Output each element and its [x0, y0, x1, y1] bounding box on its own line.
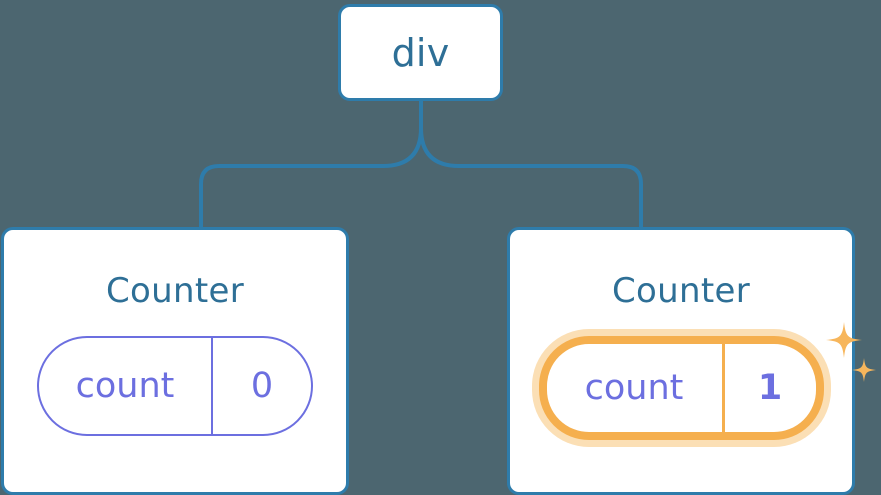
state-value: 0 [211, 338, 311, 434]
state-pill: count 0 [37, 336, 313, 436]
state-pill-count-left[interactable]: count 0 [37, 336, 313, 436]
state-key: count [584, 367, 684, 408]
state-pill-count-right[interactable]: count 1 [538, 322, 876, 440]
state-value: 1 [721, 344, 816, 432]
state-key: count [75, 365, 175, 406]
node-title: Counter [106, 271, 244, 311]
node-root-label: div [391, 30, 450, 75]
node-counter-left[interactable]: Counter count 0 [1, 227, 349, 495]
node-counter-right[interactable]: Counter count 1 [507, 227, 876, 495]
node-root-div[interactable]: div [338, 4, 503, 101]
state-pill-highlighted: count 1 [538, 336, 824, 440]
node-title: Counter [612, 271, 750, 311]
